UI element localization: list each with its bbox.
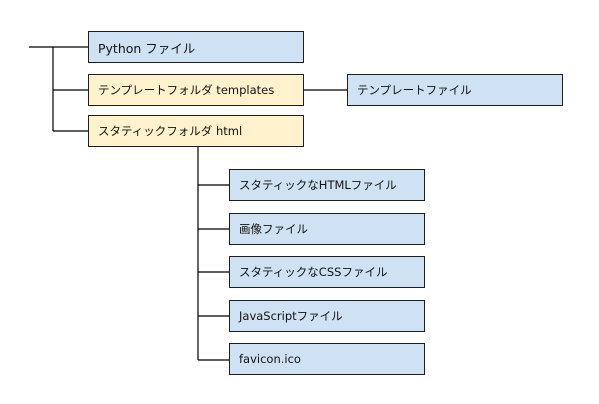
static-css-file-label: スタティックなCSSファイル xyxy=(239,265,388,279)
templates-folder-node: テンプレートフォルダ templates xyxy=(88,74,304,106)
favicon-file-node: favicon.ico xyxy=(229,343,425,375)
templates-folder-label: テンプレートフォルダ templates xyxy=(98,83,275,97)
static-folder-node: スタティックフォルダ html xyxy=(88,115,304,147)
static-css-file-node: スタティックなCSSファイル xyxy=(229,256,425,288)
static-folder-label: スタティックフォルダ html xyxy=(98,124,243,138)
javascript-file-label: JavaScriptファイル xyxy=(239,309,343,323)
static-html-file-node: スタティックなHTMLファイル xyxy=(229,169,425,201)
template-file-node: テンプレートファイル xyxy=(347,74,563,106)
python-file-label: Python ファイル xyxy=(98,40,196,56)
template-file-label: テンプレートファイル xyxy=(357,83,472,97)
image-file-label: 画像ファイル xyxy=(239,222,308,236)
python-file-node: Python ファイル xyxy=(88,31,304,63)
image-file-node: 画像ファイル xyxy=(229,213,425,245)
javascript-file-node: JavaScriptファイル xyxy=(229,300,425,332)
static-html-file-label: スタティックなHTMLファイル xyxy=(239,178,397,192)
favicon-file-label: favicon.ico xyxy=(239,352,301,366)
